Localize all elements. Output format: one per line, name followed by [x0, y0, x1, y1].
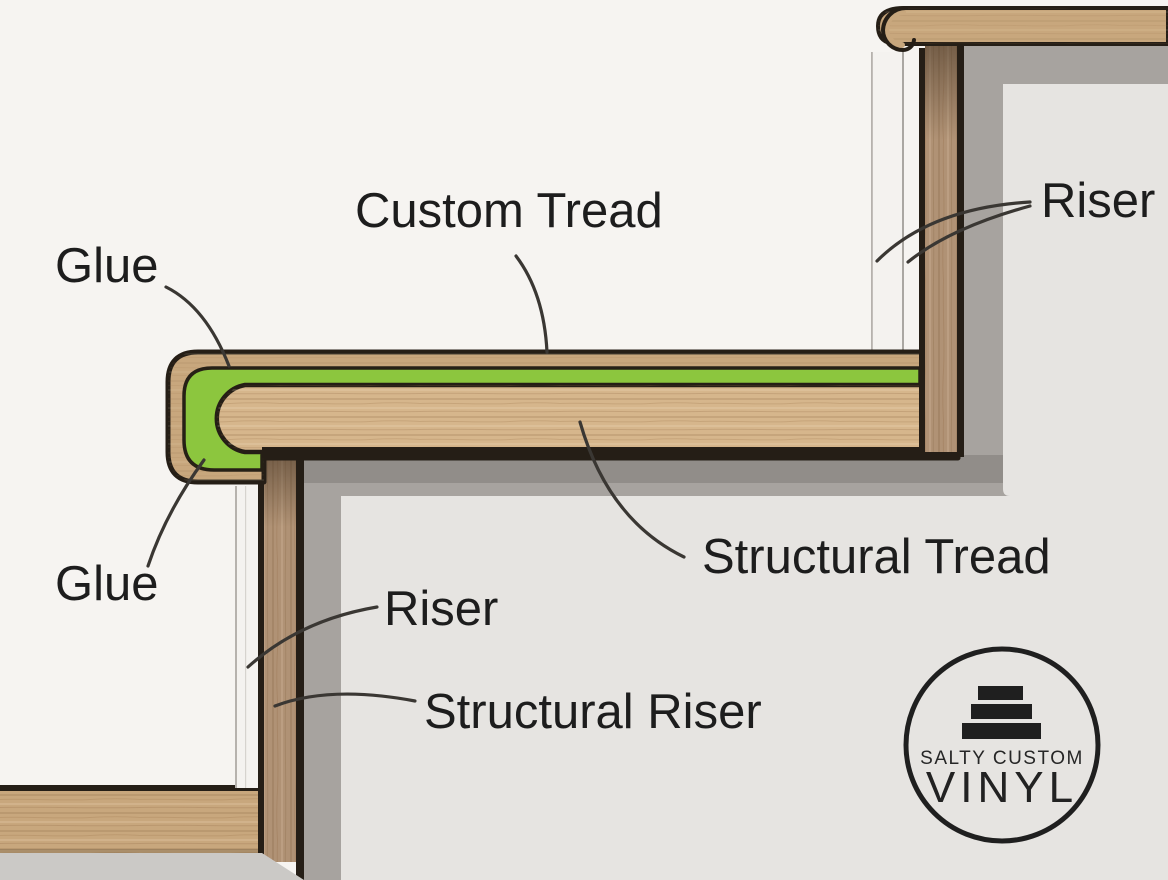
leader-riser-upper-a [875, 200, 1032, 263]
upper-structural-riser [919, 36, 964, 457]
floor-region [0, 853, 304, 880]
leader-structural-tread [578, 420, 686, 559]
label-riser-upper: Riser [1041, 174, 1156, 228]
leader-lines [146, 200, 1032, 708]
leader-custom-tread [514, 254, 549, 354]
lower-vinyl-riser-edge-line [235, 486, 237, 788]
stairs-icon-bar-middle [971, 704, 1032, 719]
label-structural-tread: Structural Tread [702, 530, 1051, 584]
upper-tread-nosing-curl-outline [880, 5, 916, 53]
stairs-icon-bar-top [978, 686, 1023, 700]
leader-glue-bottom [146, 458, 206, 568]
lower-structural-riser [258, 450, 304, 880]
logo-circle [903, 646, 1101, 844]
leader-structural-riser [273, 692, 417, 708]
logo-text-salty-custom: SALTY CUSTOM [920, 748, 1084, 769]
lower-tread-top-outline [0, 785, 260, 791]
upper-riser-top-shadow [925, 40, 957, 140]
stairs-icon-bar-bottom [962, 723, 1041, 739]
main-tread-assembly [165, 349, 961, 485]
upper-tread-board [876, 5, 1168, 53]
stairs-icon [962, 686, 1041, 739]
label-glue-bottom: Glue [55, 557, 159, 611]
lower-tread-bottom-shade [0, 849, 260, 853]
lower-tread-grain [0, 790, 260, 854]
tread-underside-outline [262, 447, 960, 458]
upper-vinyl-riser-face [871, 52, 904, 354]
structural-tread-grain [216, 385, 958, 452]
lower-riser-left-outline [258, 484, 264, 858]
upper-riser-right-outline [957, 36, 964, 457]
logo-text-vinyl: VINYL [925, 763, 1079, 812]
upper-vinyl-riser-edge-line [871, 52, 873, 354]
leader-glue-top [164, 285, 231, 368]
logo-badge [903, 646, 1101, 844]
label-structural-riser: Structural Riser [424, 685, 762, 739]
lower-vinyl-riser-inner-line [245, 486, 247, 788]
lower-riser-right-outline [296, 450, 304, 880]
upper-tread-nosing-curl-wood [882, 9, 906, 48]
leader-riser-upper-b [906, 204, 1032, 264]
lower-tread-board [0, 785, 260, 854]
leader-riser-lower [246, 605, 379, 669]
label-riser-lower: Riser [384, 582, 499, 636]
label-custom-tread: Custom Tread [355, 184, 663, 238]
label-glue-top: Glue [55, 239, 159, 293]
under-stair-inset-panel [341, 84, 1168, 880]
lower-vinyl-riser [235, 486, 258, 788]
lower-riser-top-shadow [264, 452, 296, 527]
lower-vinyl-riser-face [235, 486, 258, 788]
upper-vinyl-riser [871, 52, 904, 354]
upper-vinyl-riser-inner-line [902, 52, 904, 354]
upper-tread-grain [878, 8, 1168, 44]
